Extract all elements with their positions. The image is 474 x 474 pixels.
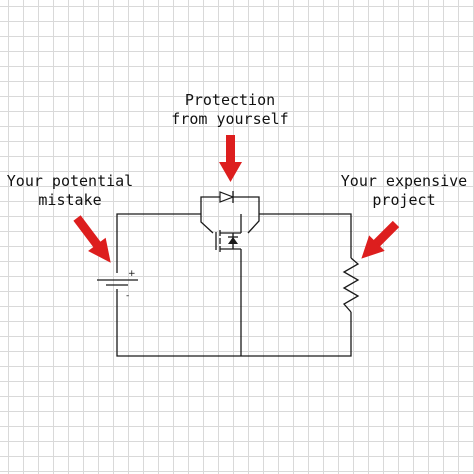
mosfet-icon [200,214,260,252]
protection-label-line1: Protection [185,91,275,109]
resistor-icon [342,257,360,313]
project-arrow-icon [361,220,400,259]
mistake-label-line1: Your potential [7,172,133,190]
battery-minus-sign: - [126,291,129,301]
protection-label-line2: from yourself [171,110,288,128]
project-label-line2: project [372,191,435,209]
project-label: Your expensive project [341,172,467,209]
mistake-arrow-icon [73,215,111,263]
circuit-wires [116,213,352,357]
protection-arrow-icon [219,135,242,182]
battery-icon: + - [97,269,138,301]
protection-label: Protection from yourself [171,91,288,128]
project-label-line1: Your expensive [341,172,467,190]
mistake-label: Your potential mistake [7,172,133,209]
diode-icon [200,191,260,214]
mistake-label-line2: mistake [38,191,101,209]
battery-plus-sign: + [128,269,136,279]
